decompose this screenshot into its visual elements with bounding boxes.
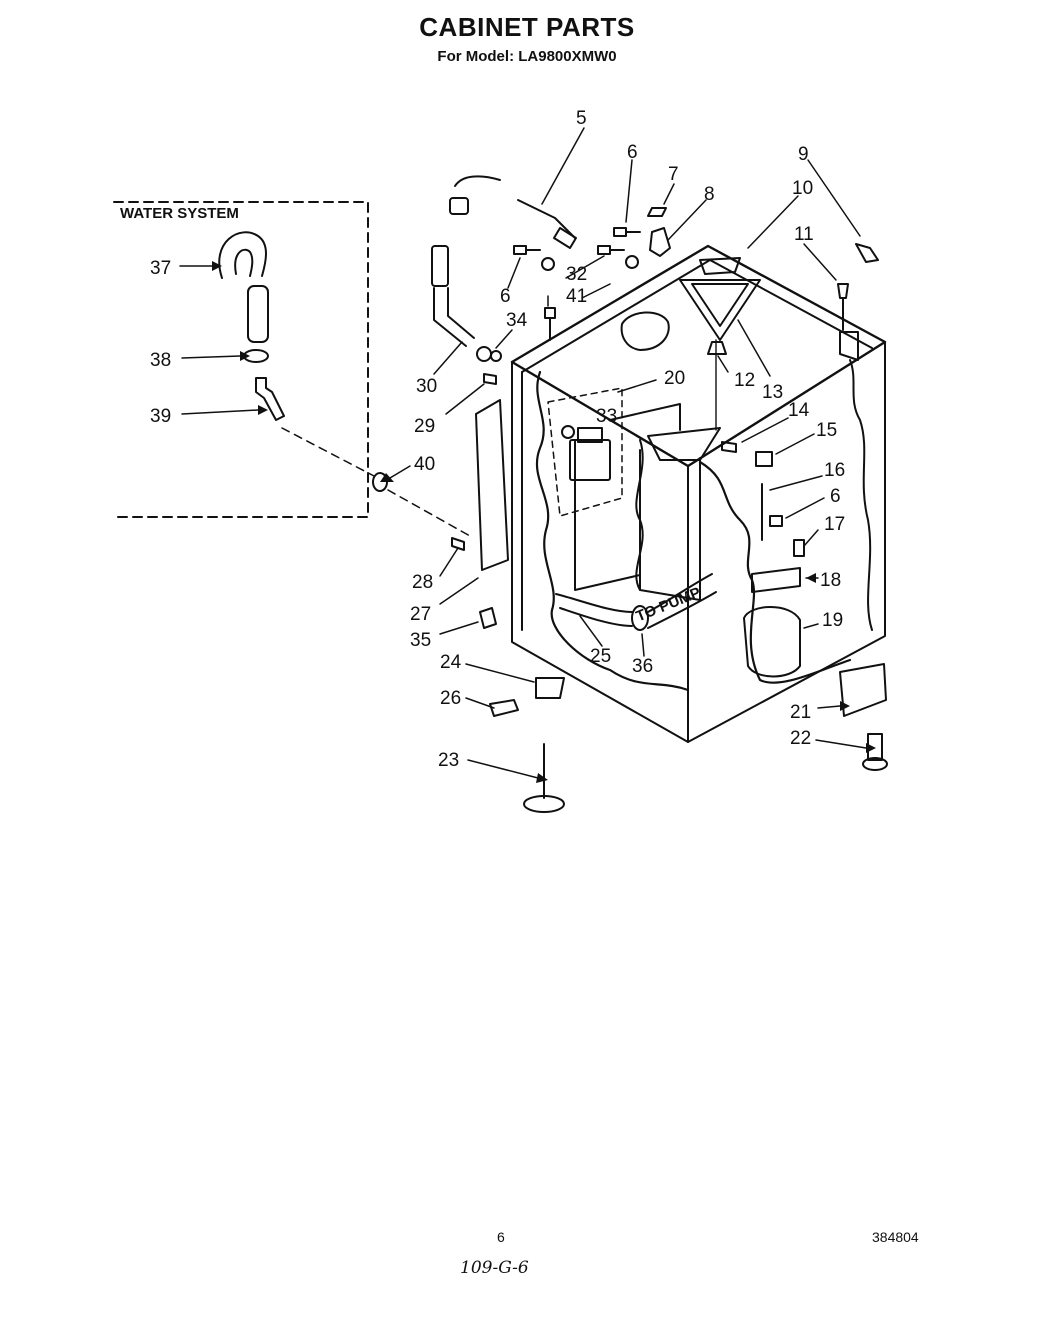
callout-17: 17 (824, 514, 845, 535)
part-26-clip (489, 699, 519, 717)
part-20-pressure-switch (547, 387, 623, 517)
part-35-clip (479, 607, 497, 629)
callout-23: 23 (438, 750, 459, 771)
water-system-label: WATER SYSTEM (120, 205, 239, 222)
part-29-screw (483, 373, 497, 385)
water-system-inset (113, 201, 369, 518)
part-27-panel (475, 399, 509, 571)
part-24-bracket (535, 677, 565, 699)
callout-18: 18 (820, 570, 841, 591)
callout-22: 22 (790, 728, 811, 749)
part-23-foot (523, 743, 565, 813)
callout-38: 38 (150, 350, 171, 371)
callout-20: 20 (664, 368, 685, 389)
callout-27: 27 (410, 604, 431, 625)
callout-8: 8 (704, 184, 715, 205)
callout-24: 24 (440, 652, 462, 673)
callout-40: 40 (414, 454, 435, 475)
callout-6-right: 6 (830, 486, 841, 507)
part-6-screw-right (769, 515, 783, 527)
leader-arrowheads (212, 261, 876, 783)
part-access-cover (620, 311, 670, 351)
part-30-hose (431, 245, 502, 362)
callout-33: 33 (596, 406, 617, 427)
callout-6: 6 (627, 142, 638, 163)
handwritten-note: 109-G-6 (460, 1258, 529, 1278)
callout-39: 39 (150, 406, 171, 427)
callout-36: 36 (632, 656, 653, 677)
part-5-harness (449, 175, 577, 271)
callout-9: 9 (798, 144, 809, 165)
callout-21: 21 (790, 702, 811, 723)
callout-12: 12 (734, 370, 755, 391)
callout-32: 32 (566, 264, 587, 285)
page-title: CABINET PARTS (419, 12, 635, 42)
callout-6-left: 6 (500, 286, 511, 307)
callout-41: 41 (566, 286, 587, 307)
callout-16: 16 (824, 460, 845, 481)
callout-37: 37 (150, 258, 171, 279)
part-screws (513, 227, 641, 341)
callout-10: 10 (792, 178, 813, 199)
part-17-screw (793, 539, 805, 557)
callout-14: 14 (788, 400, 810, 421)
water-system-parts (218, 231, 471, 537)
callout-13: 13 (762, 382, 783, 403)
callout-7: 7 (668, 164, 679, 185)
model-subtitle: For Model: LA9800XMW0 (437, 48, 617, 65)
part-14-screw (721, 441, 737, 453)
part-12-grommet (707, 341, 727, 355)
callout-28: 28 (412, 572, 433, 593)
callout-25: 25 (590, 646, 611, 667)
callout-11: 11 (794, 224, 814, 245)
part-15-switch (755, 451, 773, 467)
callout-35: 35 (410, 630, 431, 651)
callout-15: 15 (816, 420, 837, 441)
page-number: 6 (497, 1229, 505, 1245)
part-19-reservoir (743, 606, 801, 678)
leader-lines (179, 127, 867, 779)
callout-19: 19 (822, 610, 843, 631)
part-25-hose (555, 573, 717, 631)
part-9-11-clips (837, 243, 879, 361)
part-18-bracket (751, 567, 801, 593)
part-21-plate (839, 663, 887, 717)
part-28-screw (451, 537, 465, 551)
callout-5: 5 (576, 108, 587, 129)
part-7-8-clips (647, 207, 671, 257)
callout-34: 34 (506, 310, 528, 331)
callout-26: 26 (440, 688, 461, 709)
cabinet-body (510, 244, 887, 743)
document-number: 384804 (872, 1229, 919, 1245)
callout-29: 29 (414, 416, 435, 437)
callout-labels: 5 6 7 8 9 10 11 6 32 41 34 12 13 30 20 2… (150, 108, 845, 771)
callout-30: 30 (416, 376, 437, 397)
